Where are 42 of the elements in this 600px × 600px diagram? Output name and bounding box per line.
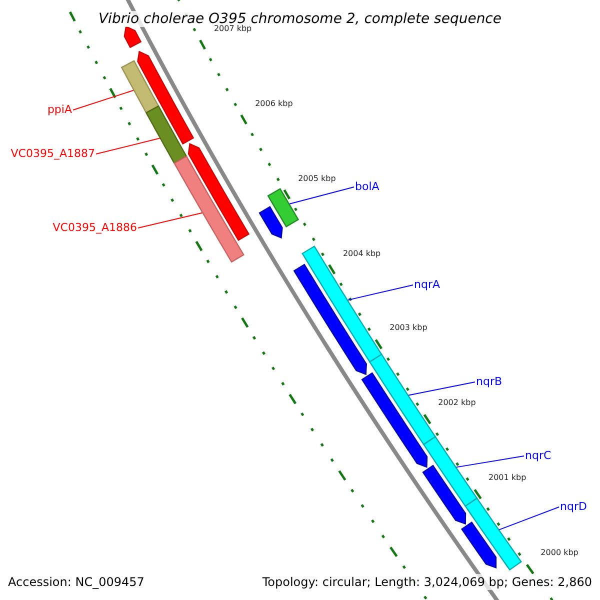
tick-label: 2003 kbp [390, 323, 428, 334]
gene-bar [422, 436, 478, 507]
pointed-gene-bar [293, 264, 368, 376]
tick-label: 2002 kbp [438, 398, 476, 408]
leader-line [138, 212, 203, 228]
gene-label: nqrC [525, 449, 552, 463]
gene-bar [173, 156, 244, 263]
leader-line [72, 90, 134, 110]
pointed-gene-bar [460, 522, 497, 568]
tick-label: 2001 kbp [488, 472, 526, 483]
pointed-gene-bar [422, 464, 466, 525]
tick-label: 2005 kbp [298, 174, 336, 184]
gene-label: bolA [355, 180, 380, 194]
leader-line [347, 284, 414, 301]
tick-label: 2004 kbp [342, 248, 381, 258]
gene-bar [120, 60, 160, 114]
pointed-gene-bar [188, 142, 250, 242]
leader-line [96, 138, 160, 154]
gene-bar [145, 105, 188, 164]
pointed-gene-bar [137, 50, 194, 145]
genome-stats-text: Topology: circular; Length: 3,024,069 bp; Genes: 2,860 [262, 574, 592, 590]
gene-label: nqrD [560, 500, 587, 514]
pointed-gene-bar [361, 372, 428, 468]
gene-bar [368, 354, 436, 446]
pointed-gene-bar [258, 206, 283, 239]
gene-label: ppiA [47, 103, 72, 117]
leader-line [498, 506, 560, 530]
gene-label: VC0395_A1886 [52, 221, 137, 235]
gene-bar [302, 245, 382, 363]
leader-line [289, 186, 354, 204]
tick-label: 2000 kbp [540, 548, 578, 558]
gene-label: VC0395_A1887 [10, 147, 95, 161]
gene-label: nqrB [476, 375, 502, 389]
gene-label: nqrA [414, 278, 440, 292]
pointed-gene-bar [124, 26, 142, 48]
gene-bar [464, 497, 522, 571]
leader-line [456, 456, 524, 468]
leader-line [408, 382, 476, 396]
tick-label: 2007 kbp [214, 24, 252, 34]
gene-bar [267, 188, 300, 228]
accession-text: Accession: NC_009457 [8, 574, 144, 590]
tick-label: 2006 kbp [255, 99, 293, 110]
